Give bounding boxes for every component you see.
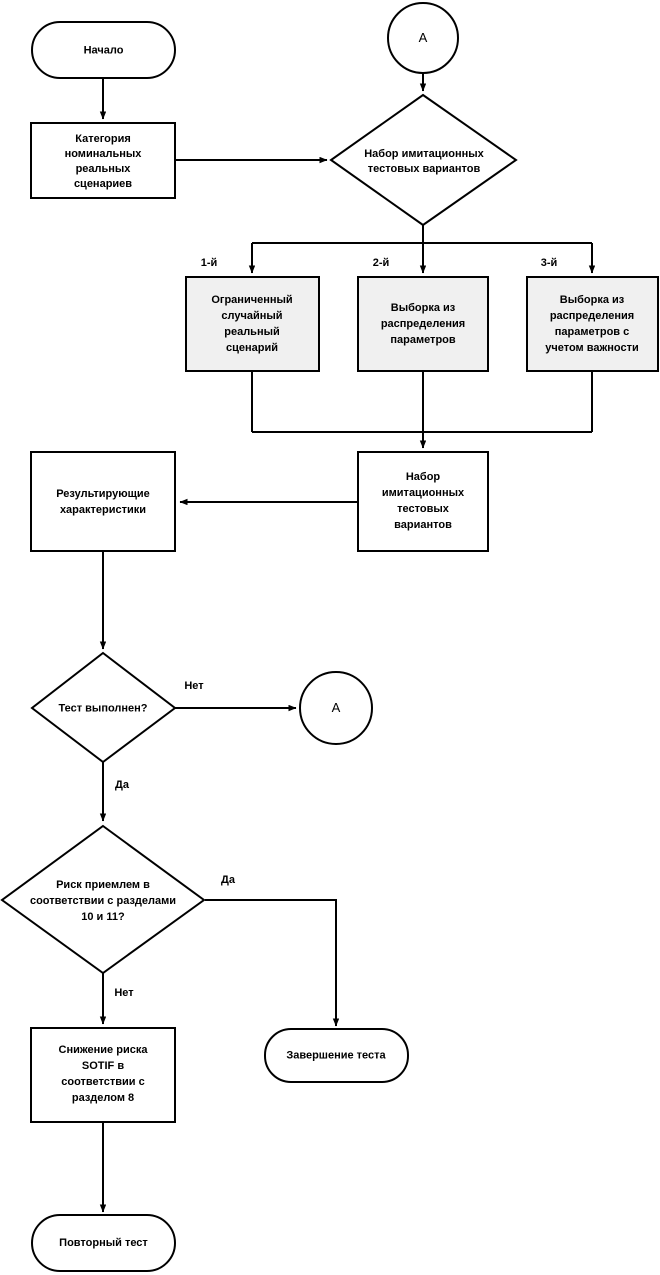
branch-number-3: 3-й [541,257,558,269]
node-risk-reduction[interactable]: Снижение риска SOTIF в соответствии с ра… [30,1027,176,1123]
node-decision-test-done[interactable]: Тест выполнен? [30,651,177,764]
decision-test-done-label: Тест выполнен? [58,702,147,714]
branch2-line-3: параметров [390,334,456,346]
edge-label-risk-yes: Да [221,874,236,886]
branch3-line-1: Выборка из [560,294,625,306]
edge-label-test-done-yes: Да [115,779,130,791]
decision-risk-shape [0,824,206,975]
branch3-shape [526,276,659,372]
branch-number-2: 2-й [373,257,390,269]
nominal-category-line-4: сценариев [74,178,132,190]
decision-risk-line-2: соответствии с разделами [30,895,176,907]
result-characteristics-line-2: характеристики [60,504,146,516]
nominal-category-line-1: Категория [75,133,131,145]
nominal-category-shape [30,122,176,199]
node-branch2[interactable]: Выборка из распределения параметров [357,276,489,372]
edges-layer [99,73,596,1213]
test-case-set-line-2: имитационных [382,487,465,499]
branch2-line-1: Выборка из [391,302,456,314]
node-test-complete[interactable]: Завершение теста [264,1028,409,1083]
start-label: Начало [84,44,124,56]
node-connector-a-top[interactable]: A [387,2,459,74]
branch3-line-2: распределения [550,310,634,322]
nominal-category-line-3: реальных [76,163,132,175]
node-start[interactable]: Начало [31,21,176,79]
start-terminator-shape [31,21,176,79]
risk-reduction-line-2: SOTIF в [82,1060,124,1072]
risk-reduction-line-1: Снижение риска [59,1044,149,1056]
branch1-shape [185,276,320,372]
node-connector-a-mid[interactable]: A [299,671,373,745]
test-complete-label: Завершение теста [286,1049,386,1061]
risk-reduction-line-3: соответствии с [61,1076,144,1088]
connector-a-mid-shape [299,671,373,745]
branch-number-1: 1-й [201,257,218,269]
node-branch3[interactable]: Выборка из распределения параметров с уч… [526,276,659,372]
decision-risk-line-1: Риск приемлем в [56,879,150,891]
decision-set-line-2: тестовых вариантов [368,163,481,175]
edge-risk-yes-to-test-complete [205,899,340,1027]
edge-label-test-done-no: Нет [184,680,204,692]
test-case-set-line-3: тестовых [397,503,450,515]
nominal-category-line-2: номинальных [65,148,143,160]
decision-test-done-shape [30,651,177,764]
connector-a-top-shape [387,2,459,74]
node-nominal-category[interactable]: Категория номинальных реальных сценариев [30,122,176,199]
test-case-set-shape [357,451,489,552]
retest-shape [31,1214,176,1272]
branch1-line-3: реальный [224,326,280,338]
branch2-line-2: распределения [381,318,465,330]
branch2-shape [357,276,489,372]
branch1-line-2: случайный [221,310,282,322]
branch3-line-3: параметров с [555,326,629,338]
node-decision-risk[interactable]: Риск приемлем в соответствии с разделами… [0,824,206,975]
edge-label-risk-no: Нет [114,987,134,999]
node-branch1[interactable]: Ограниченный случайный реальный сценарий [185,276,320,372]
risk-reduction-shape [30,1027,176,1123]
node-test-case-set[interactable]: Набор имитационных тестовых вариантов [357,451,489,552]
node-retest[interactable]: Повторный тест [31,1214,176,1272]
decision-risk-line-3: 10 и 11? [81,911,125,923]
test-complete-shape [264,1028,409,1083]
decision-set-line-1: Набор имитационных [364,148,484,160]
result-characteristics-shape [30,451,176,552]
branch1-line-4: сценарий [226,342,278,354]
decision-set-shape [329,93,518,227]
branch1-line-1: Ограниченный [211,294,292,306]
connector-a-mid-label: A [332,700,341,715]
result-characteristics-line-1: Результирующие [56,488,150,500]
risk-reduction-line-4: разделом 8 [72,1092,134,1104]
test-case-set-line-1: Набор [406,471,441,483]
node-result-characteristics[interactable]: Результирующие характеристики [30,451,176,552]
branch3-line-4: учетом важности [545,342,639,354]
retest-label: Повторный тест [59,1237,148,1249]
test-case-set-line-4: вариантов [394,519,452,531]
connector-a-top-label: A [419,30,428,45]
node-decision-set[interactable]: Набор имитационных тестовых вариантов [329,93,518,227]
